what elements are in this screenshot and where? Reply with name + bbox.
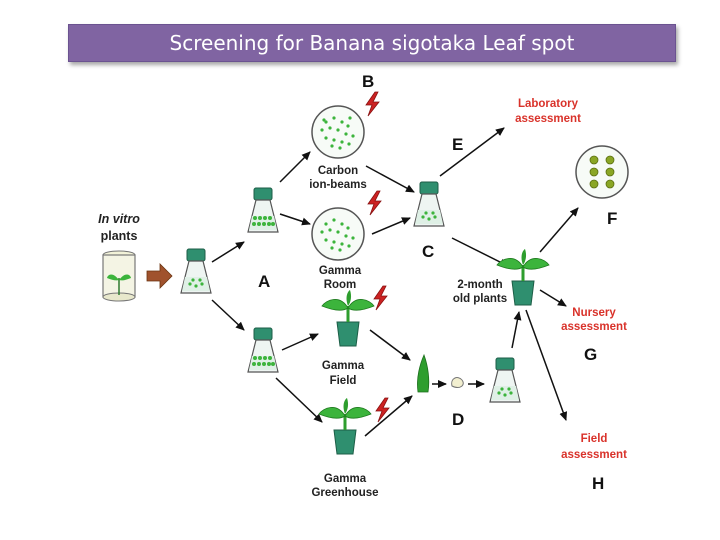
gamma-greenhouse-plant — [317, 396, 373, 456]
carbon-label: Carbon — [318, 165, 358, 177]
in-vitro-label: In vitro — [98, 212, 140, 226]
gamma-room-label: Gamma — [319, 265, 362, 277]
flask-c — [413, 181, 445, 227]
letter-b: B — [362, 72, 374, 91]
letter-h: H — [592, 474, 604, 493]
two-month-label: 2-month — [457, 279, 502, 291]
page-title: Screening for Banana sigotaka Leaf spot — [169, 31, 575, 55]
in-vitro-label-2: plants — [101, 229, 138, 243]
letter-a: A — [258, 272, 270, 291]
flask-a-lower — [247, 327, 279, 373]
lightning-icon — [367, 190, 382, 216]
nursery-assessment-label: Nursery — [572, 307, 616, 319]
gamma-room-label-2: Room — [324, 279, 357, 291]
lightning-icon — [365, 91, 380, 117]
lightning-icon — [375, 397, 390, 423]
gamma-field-label: Gamma — [322, 360, 365, 372]
gamma-field-plant — [320, 288, 376, 348]
culture-flask — [180, 248, 212, 294]
flask-d — [489, 357, 521, 403]
letter-d: D — [452, 410, 464, 429]
transfer-arrow — [146, 263, 173, 289]
lab-assessment-label: Laboratory — [518, 98, 579, 110]
title-banner: Screening for Banana sigotaka Leaf spot — [68, 24, 676, 62]
nursery-assessment-label-2: assessment — [561, 321, 627, 333]
lightning-icon — [373, 285, 388, 311]
gamma-greenhouse-label-2: Greenhouse — [311, 487, 378, 499]
letter-f: F — [607, 209, 617, 228]
gamma-room-dish — [311, 207, 365, 261]
callus-icon — [451, 377, 464, 388]
letter-g: G — [584, 345, 597, 364]
lab-assessment-label-2: assessment — [515, 113, 581, 125]
lab-dish — [575, 145, 629, 199]
flask-a-upper — [247, 187, 279, 233]
carbon-label-2: ion-beams — [309, 179, 367, 191]
gamma-field-label-2: Field — [330, 375, 357, 387]
gamma-greenhouse-label: Gamma — [324, 473, 367, 485]
explant-leaf-icon — [417, 353, 430, 393]
two-month-label-2: old plants — [453, 293, 507, 305]
field-assessment-label: Field — [581, 433, 608, 445]
in-vitro-jar — [102, 250, 136, 302]
letter-e: E — [452, 135, 463, 154]
field-assessment-label-2: assessment — [561, 449, 627, 461]
carbon-dish — [311, 105, 365, 159]
letter-c: C — [422, 242, 434, 261]
